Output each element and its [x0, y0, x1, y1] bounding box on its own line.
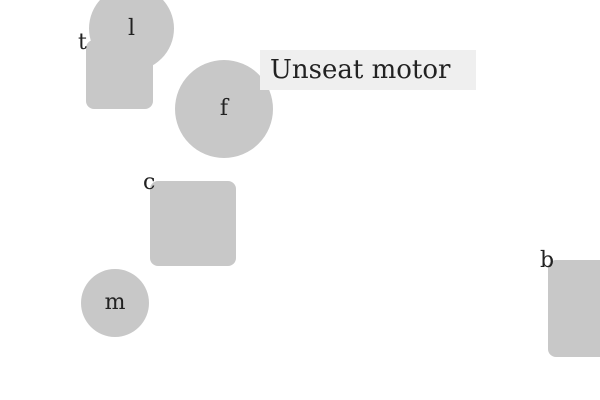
shape-c-label: c — [143, 170, 156, 195]
shape-l-circle[interactable]: l — [89, 0, 174, 71]
shape-b-square[interactable] — [548, 260, 600, 357]
shape-m-circle[interactable]: m — [81, 269, 149, 337]
shape-b-label: b — [540, 248, 555, 273]
shape-m-label: m — [104, 290, 126, 315]
shape-l-label: l — [127, 15, 136, 41]
shape-c-square[interactable] — [150, 181, 236, 266]
shape-f-label: f — [219, 96, 229, 121]
instruction-banner: Unseat motor — [260, 50, 476, 90]
shape-f-circle[interactable]: f — [175, 60, 273, 158]
shape-t-label: t — [78, 30, 87, 55]
